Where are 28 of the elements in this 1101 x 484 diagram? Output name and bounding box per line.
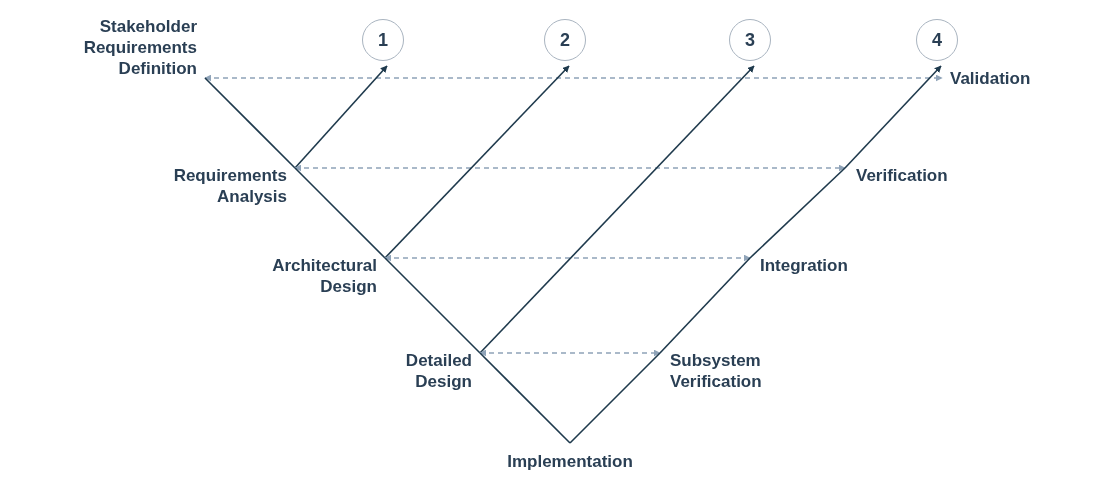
dashed-arrow (294, 164, 846, 172)
stage-label: Integration (760, 255, 880, 276)
numbered-circle: 1 (362, 19, 404, 61)
arrow (294, 65, 388, 169)
arrow (479, 65, 755, 354)
stage-label: Implementation (480, 451, 660, 472)
line (479, 352, 571, 444)
stage-label: Validation (950, 68, 1070, 89)
dashed-arrow (384, 254, 751, 262)
stage-label: Architectural Design (257, 255, 377, 297)
stage-label: Requirements Analysis (162, 165, 287, 207)
line (204, 77, 296, 169)
line (659, 257, 751, 354)
line (384, 257, 481, 354)
numbered-circle: 2 (544, 19, 586, 61)
arrow (844, 65, 942, 169)
line (749, 167, 846, 259)
arrow (384, 65, 570, 259)
stage-label: Verification (856, 165, 986, 186)
stage-label: Detailed Design (387, 350, 472, 392)
line (294, 167, 386, 259)
numbered-circle: 3 (729, 19, 771, 61)
line (569, 352, 661, 444)
numbered-circle: 4 (916, 19, 958, 61)
stage-label: Subsystem Verification (670, 350, 780, 392)
dashed-arrow (204, 74, 943, 82)
stage-label: Stakeholder Requirements Definition (62, 16, 197, 79)
dashed-arrow (479, 349, 661, 357)
